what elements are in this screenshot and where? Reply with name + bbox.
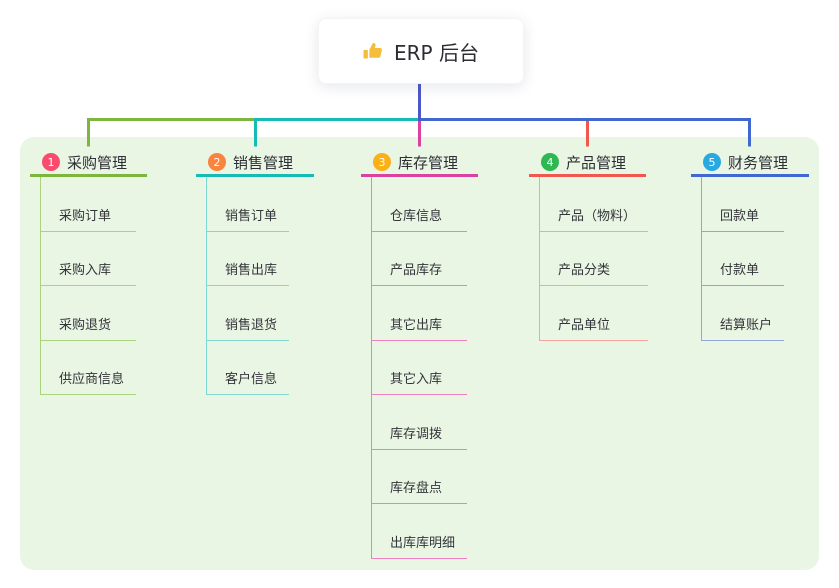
- child-node[interactable]: 采购入库: [41, 232, 137, 286]
- branch-children: 销售订单 销售出库 销售退货 客户信息: [206, 177, 290, 395]
- child-node[interactable]: 销售退货: [207, 286, 290, 341]
- branch-title-label: 采购管理: [67, 153, 128, 172]
- child-node[interactable]: 库存盘点: [372, 450, 468, 504]
- root-node[interactable]: ERP 后台: [318, 18, 524, 84]
- branch-column-sales: 2 销售管理 销售订单 销售出库 销售退货 客户信息: [196, 150, 314, 395]
- branch-node-inventory[interactable]: 3 库存管理: [361, 150, 478, 177]
- child-node[interactable]: 销售出库: [207, 232, 290, 286]
- child-label: 库存盘点: [390, 481, 443, 496]
- child-label: 产品（物料）: [558, 208, 637, 224]
- child-label: 其它出库: [390, 317, 443, 333]
- branch-number-badge: 5: [703, 153, 721, 171]
- branch-number-badge: 1: [42, 153, 60, 171]
- child-label: 客户信息: [225, 372, 278, 387]
- branch-children: 仓库信息 产品库存 其它出库 其它入库 库存调拨 库存盘点 出库库明细: [371, 177, 468, 559]
- root-node-label: ERP 后台: [394, 40, 479, 65]
- child-node[interactable]: 库存调拨: [372, 395, 468, 450]
- child-node[interactable]: 付款单: [702, 232, 785, 286]
- child-node[interactable]: 客户信息: [207, 341, 290, 395]
- branch-column-purchase: 1 采购管理 采购订单 采购入库 采购退货 供应商信息: [30, 150, 147, 395]
- branch-node-purchase[interactable]: 1 采购管理: [30, 150, 147, 177]
- branch-node-product[interactable]: 4 产品管理: [529, 150, 646, 177]
- branch-title-label: 库存管理: [398, 153, 459, 172]
- child-node[interactable]: 结算账户: [702, 286, 785, 341]
- child-node[interactable]: 其它出库: [372, 286, 468, 341]
- child-node[interactable]: 采购退货: [41, 286, 137, 341]
- child-label: 仓库信息: [390, 208, 443, 224]
- branch-number-badge: 3: [373, 153, 391, 171]
- child-label: 其它入库: [390, 372, 443, 387]
- child-label: 采购订单: [59, 208, 112, 224]
- branch-title-label: 产品管理: [566, 153, 627, 172]
- child-node[interactable]: 产品库存: [372, 232, 468, 286]
- child-label: 销售出库: [225, 263, 278, 278]
- branches-background-panel: [20, 137, 819, 570]
- child-label: 采购入库: [59, 263, 112, 278]
- child-node[interactable]: 供应商信息: [41, 341, 137, 395]
- child-label: 供应商信息: [59, 372, 125, 387]
- child-label: 回款单: [720, 208, 760, 224]
- child-label: 库存调拨: [390, 426, 443, 442]
- branch-title-label: 财务管理: [728, 153, 789, 172]
- branch-column-product: 4 产品管理 产品（物料） 产品分类 产品单位: [529, 150, 649, 341]
- branch-column-finance: 5 财务管理 回款单 付款单 结算账户: [691, 150, 809, 341]
- branch-node-finance[interactable]: 5 财务管理: [691, 150, 809, 177]
- branch-title-label: 销售管理: [233, 153, 294, 172]
- child-node[interactable]: 产品（物料）: [540, 177, 649, 232]
- child-node[interactable]: 出库库明细: [372, 504, 468, 559]
- child-node[interactable]: 仓库信息: [372, 177, 468, 232]
- child-label: 销售订单: [225, 208, 278, 224]
- child-label: 产品分类: [558, 263, 611, 278]
- child-label: 付款单: [720, 263, 760, 278]
- branch-number-badge: 4: [541, 153, 559, 171]
- branch-children: 回款单 付款单 结算账户: [701, 177, 785, 341]
- thumbs-up-icon: [363, 41, 384, 62]
- child-node[interactable]: 销售订单: [207, 177, 290, 232]
- child-node[interactable]: 其它入库: [372, 341, 468, 395]
- branch-number-badge: 2: [208, 153, 226, 171]
- child-label: 产品库存: [390, 263, 443, 278]
- child-label: 销售退货: [225, 317, 278, 333]
- branch-children: 采购订单 采购入库 采购退货 供应商信息: [40, 177, 137, 395]
- child-label: 采购退货: [59, 317, 112, 333]
- child-node[interactable]: 采购订单: [41, 177, 137, 232]
- child-label: 产品单位: [558, 317, 611, 333]
- child-label: 出库库明细: [390, 535, 456, 551]
- child-label: 结算账户: [720, 317, 773, 333]
- branch-column-inventory: 3 库存管理 仓库信息 产品库存 其它出库 其它入库 库存调拨 库存盘点 出库库…: [361, 150, 478, 559]
- child-node[interactable]: 产品分类: [540, 232, 649, 286]
- child-node[interactable]: 产品单位: [540, 286, 649, 341]
- child-node[interactable]: 回款单: [702, 177, 785, 232]
- branch-node-sales[interactable]: 2 销售管理: [196, 150, 314, 177]
- branch-children: 产品（物料） 产品分类 产品单位: [539, 177, 649, 341]
